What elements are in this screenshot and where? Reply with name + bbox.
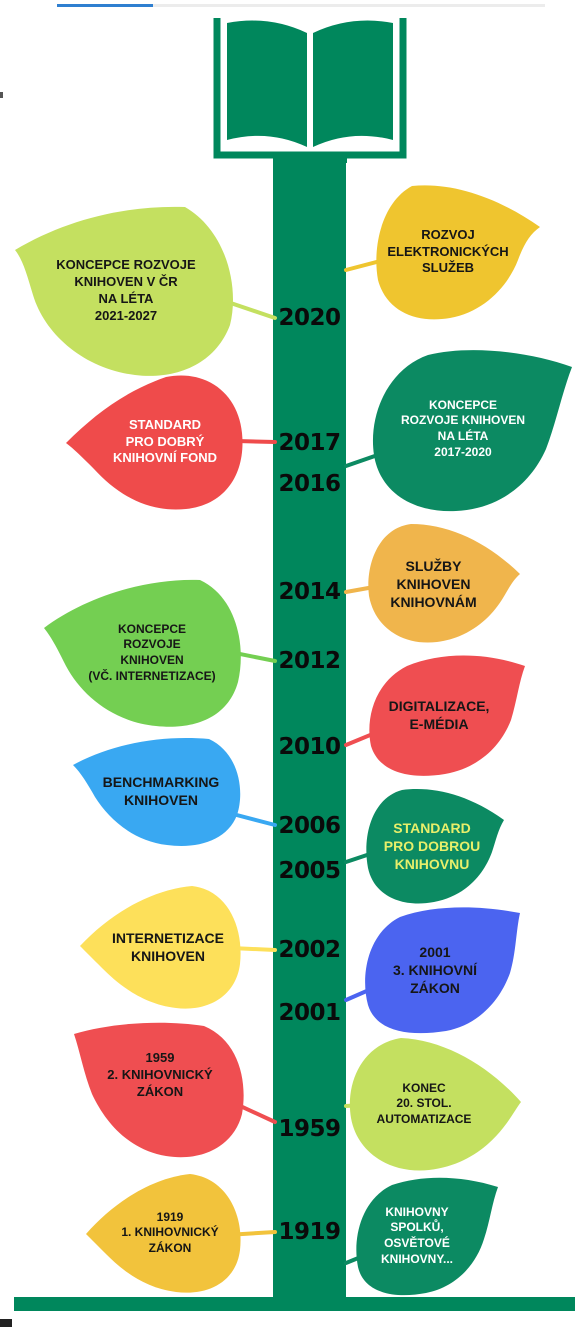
year-2014: 2014: [278, 579, 341, 605]
year-2001: 2001: [278, 1000, 341, 1026]
leaf-label: 1919 1. KNIHOVNICKÝ ZÁKON: [121, 1209, 219, 1255]
leaf-sluzby-knihoven-knihovnam: SLUŽBY KNIHOVEN KNIHOVNÁM: [365, 522, 520, 646]
year-2005: 2005: [278, 858, 341, 884]
leaf-standard-knihovni-fond: STANDARD PRO DOBRÝ KNIHOVNÍ FOND: [66, 373, 244, 511]
year-2010: 2010: [278, 734, 341, 760]
leaf-label: KONCEPCE ROZVOJE KNIHOVEN NA LÉTA 2017-2…: [400, 397, 526, 459]
year-1919: 1919: [278, 1219, 341, 1245]
timeline-trunk: [273, 160, 346, 1305]
leaf-label: KNIHOVNY SPOLKŮ, OSVĚTOVÉ KNIHOVNY...: [380, 1204, 453, 1266]
year-2020: 2020: [278, 305, 341, 331]
leaf-internetizace: INTERNETIZACE KNIHOVEN: [80, 884, 242, 1010]
leaf-label: KONCEPCE ROZVOJE KNIHOVEN V ČR NA LÉTA 2…: [56, 257, 196, 323]
year-2006: 2006: [278, 813, 341, 839]
leaf-automatizace: KONEC 20. STOL. AUTOMATIZACE: [345, 1036, 521, 1172]
leaf-label: ROZVOJ ELEKTRONICKÝCH SLUŽEB: [387, 226, 509, 276]
year-2012: 2012: [278, 648, 341, 674]
leaf-koncepce-2017-2020: KONCEPCE ROZVOJE KNIHOVEN NA LÉTA 2017-2…: [368, 345, 572, 513]
leaf-label: SLUŽBY KNIHOVEN KNIHOVNÁM: [390, 557, 477, 611]
top-divider-active-segment: [57, 4, 153, 7]
ground-bar: [14, 1297, 575, 1311]
leaf-label: DIGITALIZACE, E-MÉDIA: [388, 697, 490, 732]
leaf-label: 1959 2. KNIHOVNICKÝ ZÁKON: [107, 1050, 213, 1099]
leaf-label: BENCHMARKING KNIHOVEN: [102, 774, 220, 809]
leaf-label: KONEC 20. STOL. AUTOMATIZACE: [376, 1080, 472, 1126]
leaf-rozvoj-elektronickych-sluzeb: ROZVOJ ELEKTRONICKÝCH SLUŽEB: [372, 182, 540, 322]
year-2002: 2002: [278, 937, 341, 963]
leaf-benchmarking: BENCHMARKING KNIHOVEN: [73, 735, 243, 847]
leaf-knihovni-zakon-2001: 2001 3. KNIHOVNÍ ZÁKON: [360, 905, 520, 1035]
leaf-label: STANDARD PRO DOBRÝ KNIHOVNÍ FOND: [113, 416, 217, 466]
year-2017: 2017: [278, 430, 341, 456]
leaf-standard-knihovna: STANDARD PRO DOBROU KNIHOVNU: [362, 786, 504, 906]
leaf-knihovnicky-zakon-1959: 1959 2. KNIHOVNICKÝ ZÁKON: [74, 1020, 246, 1160]
leaf-knihovny-spolku: KNIHOVNY SPOLKŮ, OSVĚTOVÉ KNIHOVNY...: [352, 1175, 498, 1297]
leaf-label: INTERNETIZACE KNIHOVEN: [112, 929, 224, 964]
leaf-label: STANDARD PRO DOBROU KNIHOVNU: [383, 819, 481, 873]
bottom-corner-mark: [0, 1319, 12, 1327]
leaf-koncepce-2021-2027: KONCEPCE ROZVOJE KNIHOVEN V ČR NA LÉTA 2…: [15, 205, 237, 377]
year-1959: 1959: [278, 1116, 341, 1142]
leaf-label: KONCEPCE ROZVOJE KNIHOVEN (VČ. INTERNETI…: [88, 621, 216, 683]
leaf-label: 2001 3. KNIHOVNÍ ZÁKON: [392, 943, 477, 997]
top-divider: [57, 4, 545, 7]
leaf-koncepce-internetizace: KONCEPCE ROZVOJE KNIHOVEN (VČ. INTERNETI…: [44, 578, 244, 728]
open-book-icon: [213, 18, 407, 163]
year-2016: 2016: [278, 471, 341, 497]
leaf-knihovnicky-zakon-1919: 1919 1. KNIHOVNICKÝ ZÁKON: [86, 1172, 242, 1294]
leaf-digitalizace: DIGITALIZACE, E-MÉDIA: [365, 652, 525, 778]
left-edge-mark: [0, 92, 3, 98]
